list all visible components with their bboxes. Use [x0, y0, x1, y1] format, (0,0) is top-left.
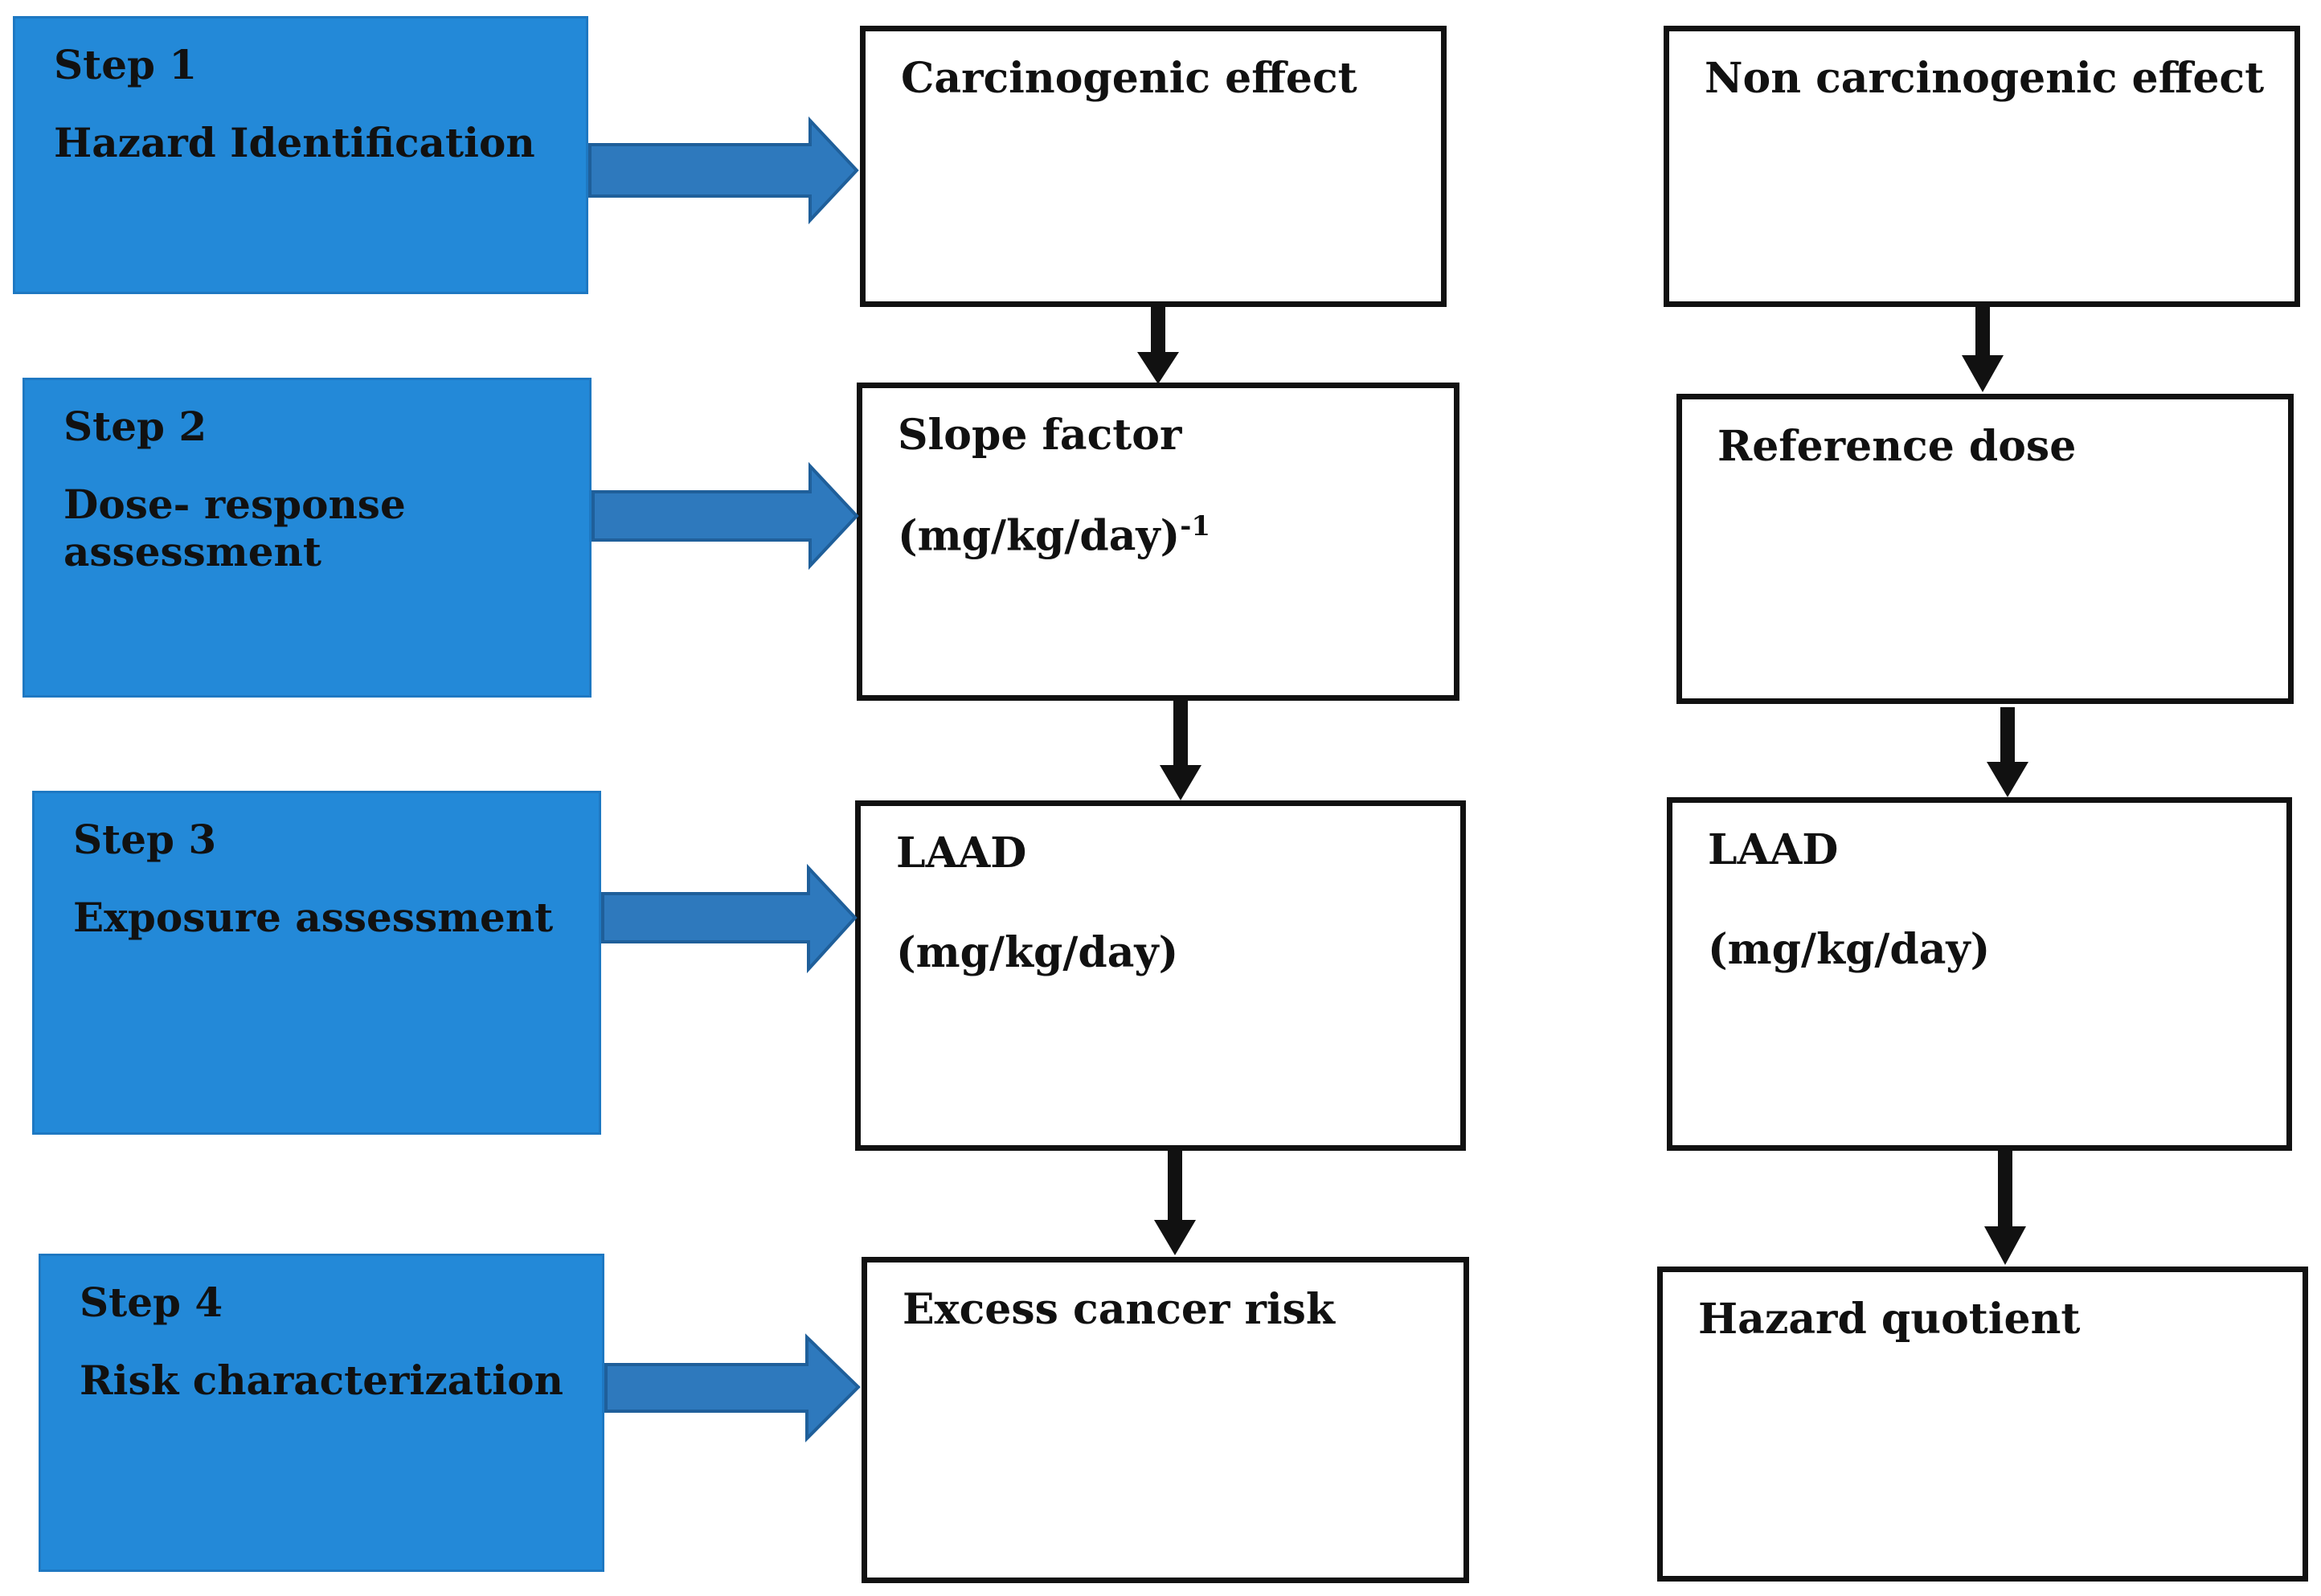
non-carcinogenic-laad-label: LAAD: [1708, 825, 1839, 874]
step-2-title: Dose- response assessment: [63, 481, 406, 575]
step-1-label: Step 1: [54, 41, 198, 88]
slope-factor-box: Slope factor (mg/kg/day)-1: [857, 383, 1459, 701]
step-4-label: Step 4: [80, 1279, 223, 1326]
carcinogenic-down-arrow-2: [1160, 701, 1201, 800]
slope-factor-unit: (mg/kg/day)-1: [898, 510, 1418, 562]
step-4-box: Step 4 Risk characterization: [39, 1254, 604, 1572]
slope-factor-label: Slope factor: [898, 411, 1182, 460]
step-2-label: Step 2: [63, 403, 207, 450]
step-1-title: Hazard Identification: [54, 119, 535, 166]
carcinogenic-down-arrow-1: [1137, 307, 1179, 384]
reference-dose-label: Reference dose: [1717, 422, 2077, 471]
non-carcinogenic-effect-box: Non carcinogenic effect: [1664, 26, 2300, 307]
excess-cancer-risk-box: Excess cancer risk: [862, 1257, 1469, 1583]
non-carcinogenic-down-arrow-3: [1984, 1151, 2026, 1265]
non-carcinogenic-down-arrow-2: [1987, 707, 2028, 797]
carcinogenic-laad-label: LAAD: [896, 829, 1027, 878]
hazard-quotient-box: Hazard quotient: [1657, 1267, 2308, 1582]
step-1-box: Step 1 Hazard Identification: [13, 16, 588, 294]
slope-factor-unit-text: (mg/kg/day): [898, 511, 1181, 561]
carcinogenic-laad-box: LAAD (mg/kg/day): [855, 800, 1466, 1151]
step-1-arrow: [588, 116, 859, 225]
step-3-arrow: [601, 863, 858, 974]
non-carcinogenic-laad-box: LAAD (mg/kg/day): [1667, 797, 2292, 1151]
carcinogenic-laad-unit: (mg/kg/day): [896, 928, 1179, 978]
carcinogenic-effect-label: Carcinogenic effect: [901, 54, 1357, 103]
step-3-title: Exposure assessment: [73, 894, 554, 941]
step-4-arrow: [604, 1333, 861, 1443]
reference-dose-box: Reference dose: [1676, 394, 2294, 704]
step-2-arrow: [592, 461, 859, 571]
step-4-title: Risk characterization: [80, 1357, 563, 1404]
step-3-box: Step 3 Exposure assessment: [32, 791, 601, 1135]
step-3-label: Step 3: [73, 816, 217, 863]
non-carcinogenic-effect-label: Non carcinogenic effect: [1705, 54, 2265, 103]
carcinogenic-effect-box: Carcinogenic effect: [860, 26, 1447, 307]
non-carcinogenic-laad-unit: (mg/kg/day): [1708, 925, 1991, 975]
carcinogenic-down-arrow-3: [1154, 1151, 1196, 1255]
step-2-box: Step 2 Dose- response assessment: [23, 378, 592, 698]
excess-cancer-risk-label: Excess cancer risk: [903, 1285, 1335, 1334]
non-carcinogenic-down-arrow-1: [1962, 307, 2004, 392]
hazard-quotient-label: Hazard quotient: [1698, 1295, 2081, 1344]
slope-factor-exponent: -1: [1180, 510, 1211, 543]
